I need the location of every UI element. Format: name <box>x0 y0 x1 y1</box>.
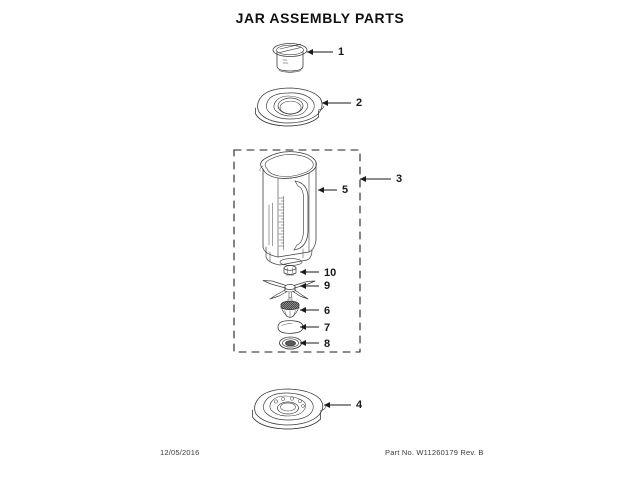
part-5-jar-art <box>259 151 317 266</box>
callout-10-cap-nut: 10 <box>324 267 337 279</box>
part-6-blade-collar-art <box>280 298 300 318</box>
part-7-gasket-art <box>277 320 304 334</box>
callout-leader-lines <box>300 49 391 408</box>
callout-2-lid: 2 <box>356 97 363 109</box>
footer-date: 12/05/2016 <box>160 448 200 457</box>
callout-8-retaining-ring: 8 <box>324 338 331 350</box>
callout-6-blade-collar: 6 <box>324 305 331 317</box>
part-10-blade-cap-nut-art <box>283 265 297 276</box>
page-title: JAR ASSEMBLY PARTS <box>235 10 405 26</box>
callout-7-gasket: 7 <box>324 322 331 334</box>
callout-9-blade: 9 <box>324 280 331 292</box>
footer-part-number: Part No. W11260179 Rev. B <box>385 448 484 457</box>
callout-1-measuring-cap: 1 <box>338 46 345 58</box>
callout-4-jar-base-cover: 4 <box>356 399 363 411</box>
part-1-measuring-cap-art <box>272 43 308 73</box>
callout-3-jar-assembly: 3 <box>396 173 403 185</box>
part-8-retaining-ring-art <box>279 336 302 350</box>
part-3-group-dashed-box <box>233 149 361 353</box>
callout-5-jar: 5 <box>342 184 349 196</box>
part-2-jar-lid-art <box>255 87 325 127</box>
part-4-jar-base-cover-art <box>252 388 327 430</box>
part-9-blade-art <box>262 280 316 300</box>
